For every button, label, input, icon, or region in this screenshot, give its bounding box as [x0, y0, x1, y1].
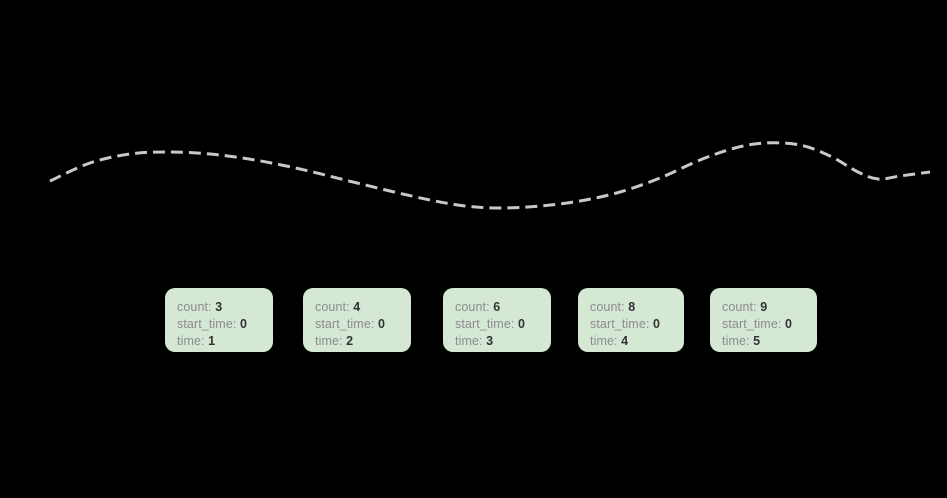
node-field-label: time:: [590, 334, 618, 348]
node-field: count: 9: [722, 299, 817, 316]
node-field-value: 4: [621, 334, 629, 348]
node-field-label: count:: [177, 300, 212, 314]
node-field-label: time:: [455, 334, 483, 348]
node-field: time: 3: [455, 333, 551, 350]
node-field-label: time:: [722, 334, 750, 348]
node-field-label: time:: [315, 334, 343, 348]
node-field: time: 4: [590, 333, 684, 350]
node-field-label: start_time:: [315, 317, 375, 331]
node-field: start_time: 0: [455, 316, 551, 333]
node-field: time: 2: [315, 333, 411, 350]
node-field-value: 0: [653, 317, 661, 331]
node-field-label: start_time:: [455, 317, 515, 331]
node-field: start_time: 0: [177, 316, 273, 333]
node-field-label: count:: [315, 300, 350, 314]
node-field-value: 9: [760, 300, 768, 314]
node-field-value: 8: [628, 300, 636, 314]
node-field-value: 2: [346, 334, 354, 348]
node-field: count: 3: [177, 299, 273, 316]
node-field-label: count:: [722, 300, 757, 314]
node-field: count: 6: [455, 299, 551, 316]
node-field-value: 0: [785, 317, 793, 331]
dashed-trend-line-path: [49, 141, 931, 210]
node-field-value: 0: [240, 317, 248, 331]
node-field-value: 6: [493, 300, 501, 314]
node-field-value: 0: [378, 317, 386, 331]
node-field-value: 4: [353, 300, 361, 314]
node-field-value: 1: [208, 334, 216, 348]
node-field-value: 3: [486, 334, 494, 348]
node-field-label: count:: [455, 300, 490, 314]
node-field: count: 8: [590, 299, 684, 316]
node-field-label: start_time:: [177, 317, 237, 331]
node-field-label: start_time:: [590, 317, 650, 331]
node-field-label: count:: [590, 300, 625, 314]
node-field: start_time: 0: [590, 316, 684, 333]
node-field: time: 1: [177, 333, 273, 350]
node-field-value: 5: [753, 334, 761, 348]
node-field-value: 0: [518, 317, 526, 331]
node-field: start_time: 0: [315, 316, 411, 333]
node-field: start_time: 0: [722, 316, 817, 333]
node-field-label: time:: [177, 334, 205, 348]
node-field: time: 5: [722, 333, 817, 350]
node-field-value: 3: [215, 300, 223, 314]
node-field: count: 4: [315, 299, 411, 316]
node-field-label: start_time:: [722, 317, 782, 331]
